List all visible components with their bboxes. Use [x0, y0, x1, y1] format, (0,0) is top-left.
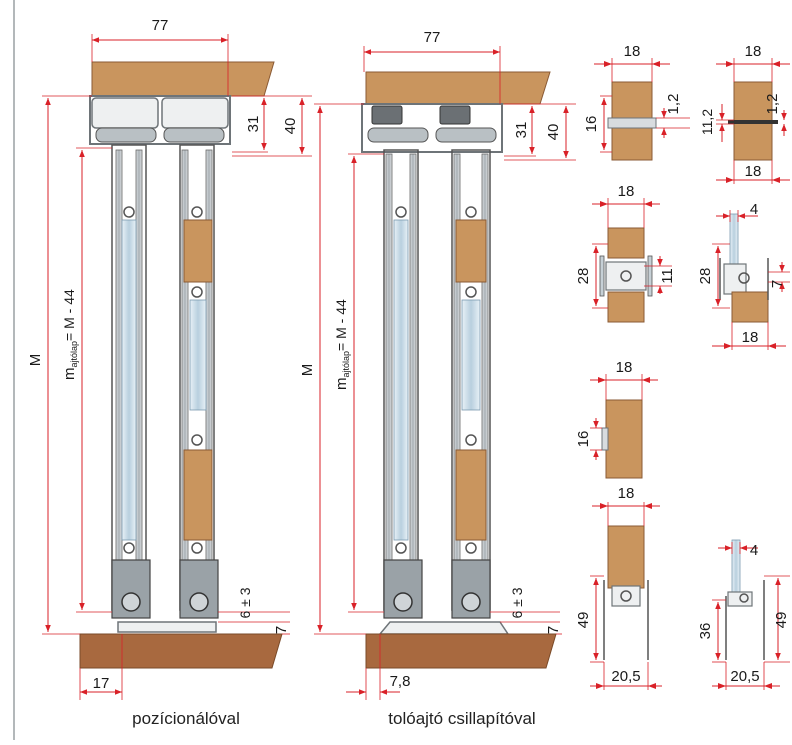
left-dim-m-door: majtólap= M - 44: [61, 289, 79, 380]
left-caption: pozícionálóval: [132, 709, 240, 728]
left-top-track: [89, 95, 231, 145]
right-dim-7: 7: [545, 626, 562, 634]
left-dim-7: 7: [273, 626, 290, 634]
detail-2: 18 11,2 1,2 18: [699, 43, 790, 184]
detail-7: 4 36 49 20,5: [697, 539, 790, 690]
d7-glass-dim: 4: [750, 542, 758, 559]
detail-6: 18 49 20,5: [575, 485, 662, 690]
left-dim-M: M: [27, 354, 44, 367]
d5-width: 18: [616, 359, 633, 376]
right-dim-m-door: majtólap= M - 44: [333, 299, 351, 390]
d2-width-top: 18: [745, 43, 762, 60]
d2-width-bottom: 18: [745, 163, 762, 180]
d4-glass-dim: 4: [750, 201, 758, 218]
right-dim-gap: 6 ± 3: [509, 587, 525, 618]
d3-width: 18: [618, 183, 635, 200]
left-dim-40: 40: [282, 118, 299, 135]
d5-wood: [605, 399, 643, 479]
right-bottom-track: [378, 621, 510, 635]
d4-height: 28: [697, 268, 714, 285]
right-dim-M: M: [299, 364, 316, 377]
d4-inner: 7: [769, 280, 786, 288]
d6-wood: [607, 525, 645, 589]
left-assembly: 77 31 40 M majtólap= M - 44 6 ± 3 7 17 p…: [27, 17, 312, 728]
left-door-glass: [121, 219, 137, 541]
d7-inner-height: 36: [697, 623, 714, 640]
d4-width: 18: [742, 329, 759, 346]
left-bottom-wood: [79, 633, 283, 669]
right-damper-1: [371, 105, 403, 125]
d7-height: 49: [773, 612, 790, 629]
right-top-track: [361, 103, 503, 153]
left-wood-panel-1: [183, 219, 213, 283]
d5-height: 16: [575, 431, 592, 448]
right-caption: tolóajtó csillapítóval: [388, 709, 535, 728]
detail-4: 4 28 7 18: [697, 201, 790, 350]
d3-height: 28: [575, 268, 592, 285]
right-door-glass: [393, 219, 409, 541]
left-dim-77: 77: [152, 17, 169, 34]
d2-height: 11,2: [699, 109, 715, 135]
d1-height: 16: [583, 116, 600, 133]
right-wood-panel-1: [455, 219, 487, 283]
left-dim-31: 31: [245, 116, 262, 133]
right-bottom-wood: [365, 633, 557, 669]
right-dim-77: 77: [424, 29, 441, 46]
right-damper-2: [439, 105, 471, 125]
d6-width: 18: [618, 485, 635, 502]
detail-3: 18 28 11: [575, 183, 676, 323]
left-dim-17: 17: [93, 675, 110, 692]
left-bottom-track: [117, 621, 217, 633]
d6-base: 20,5: [611, 668, 640, 685]
right-dim-78: 7,8: [390, 673, 411, 690]
left-dim-gap: 6 ± 3: [237, 587, 253, 618]
d1-width: 18: [624, 43, 641, 60]
detail-1: 18 16 1,2: [583, 43, 690, 161]
left-top-wood: [91, 61, 275, 97]
d7-base: 20,5: [730, 668, 759, 685]
d6-height: 49: [575, 612, 592, 629]
right-top-wood: [365, 71, 551, 105]
right-dim-31: 31: [513, 122, 530, 139]
detail-5: 18 16: [575, 359, 658, 479]
right-dim-40: 40: [545, 124, 562, 141]
d3-inner: 11: [659, 268, 676, 284]
d1-thick: 1,2: [665, 94, 682, 115]
left-wood-panel-2: [183, 449, 213, 541]
d2-thick: 1,2: [764, 94, 781, 115]
right-wood-panel-2: [455, 449, 487, 541]
right-assembly: 77 31 40 M majtólap= M - 44 6 ± 3 7 7,8 …: [299, 29, 576, 728]
